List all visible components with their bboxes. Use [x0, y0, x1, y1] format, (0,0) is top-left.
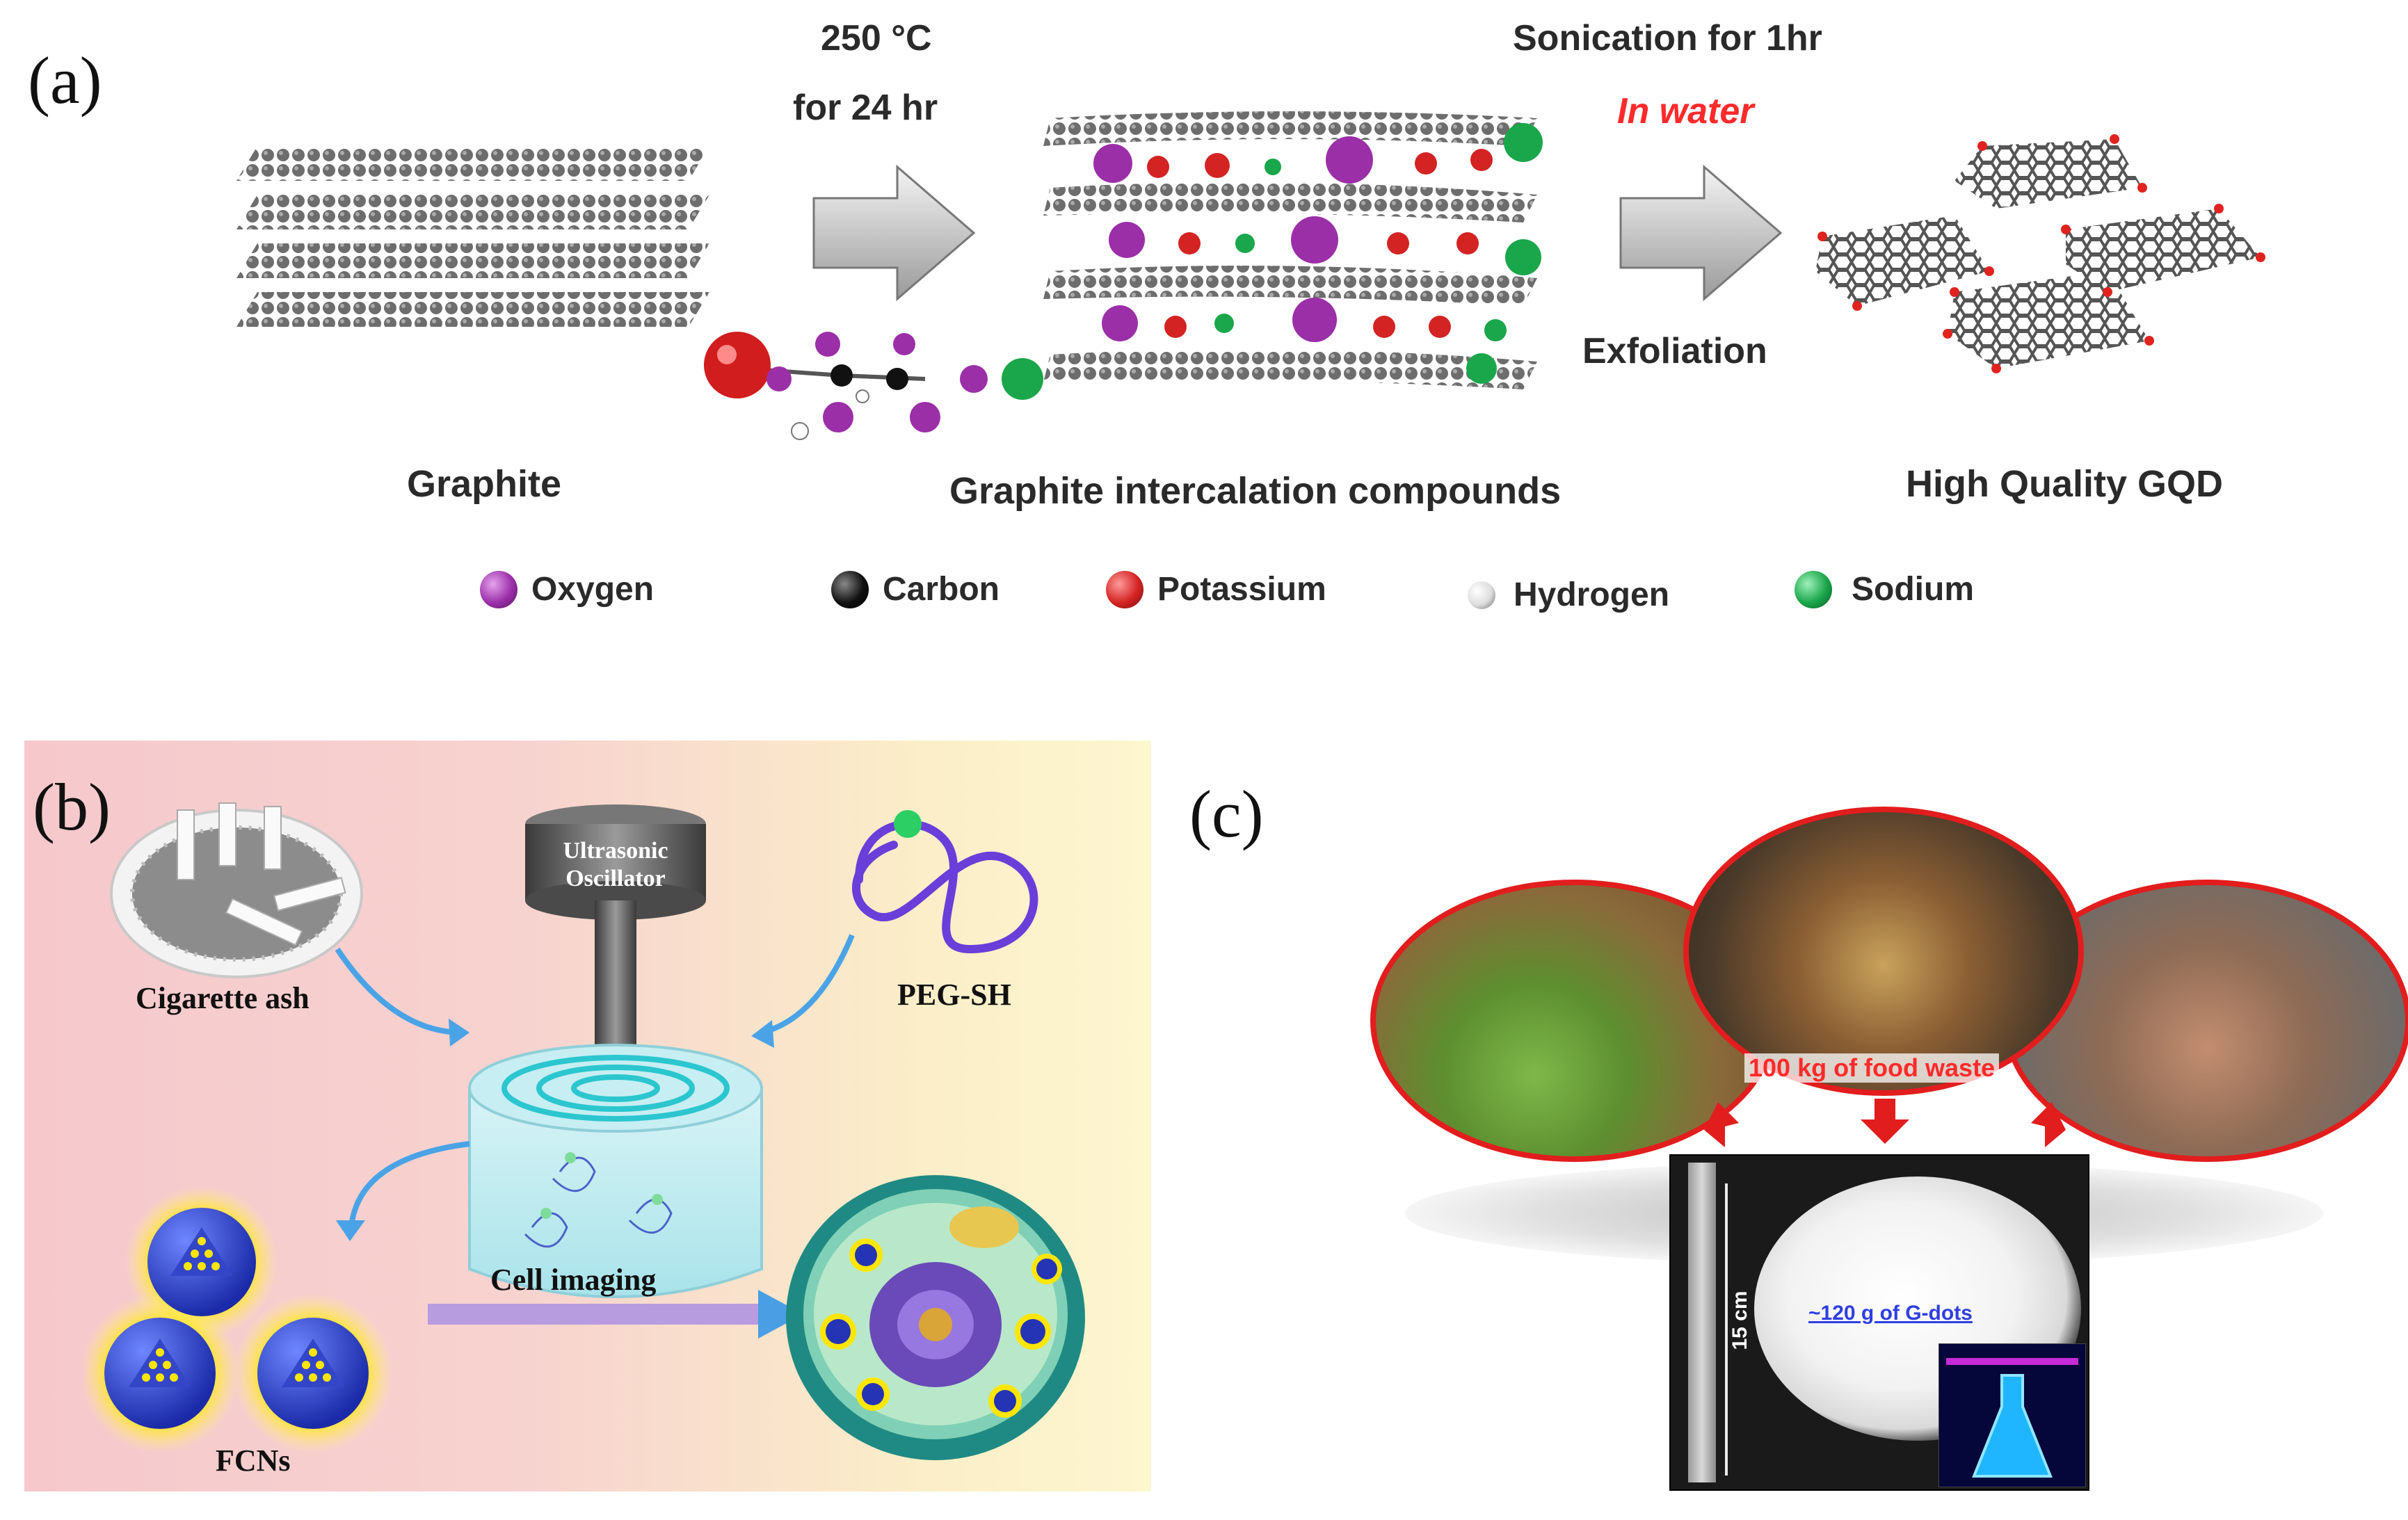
- panel-c-letter: (c): [1189, 777, 1264, 851]
- arrow-down-icon: [1704, 1102, 1739, 1147]
- label-food-waste: 100 kg of food waste: [1744, 1053, 2000, 1083]
- legend-label: Carbon: [883, 571, 1000, 608]
- arrow-right-icon: [812, 164, 976, 302]
- fluorescence-inset: [1939, 1343, 2086, 1487]
- step2-sonication: Sonication for 1hr: [1513, 18, 1822, 58]
- uv-lamp-glow: [1946, 1358, 2078, 1365]
- panel-a-letter: (a): [28, 43, 102, 118]
- cell-illustration: [786, 1175, 1085, 1460]
- step2-medium: In water: [1617, 91, 1754, 131]
- ashtray-illustration: [110, 802, 363, 978]
- ultrasonic-beaker-illustration: [468, 805, 763, 1298]
- legend-hydrogen: Hydrogen: [1468, 576, 1669, 614]
- legend-swatch: [1468, 581, 1495, 609]
- arrow-head-icon: [758, 1290, 803, 1339]
- arrow-down-icon: [2031, 1102, 2066, 1147]
- legend-oxygen: Oxygen: [480, 570, 654, 608]
- peg-sh-illustration: [852, 810, 1038, 954]
- arrow-down-icon: [1861, 1099, 1909, 1144]
- ruler: [1688, 1163, 1716, 1482]
- label-peg-sh: PEG-SH: [897, 978, 1011, 1012]
- legend-label: Sodium: [1852, 571, 1974, 608]
- food-waste-photo-center: [1683, 807, 2084, 1096]
- oscillator-label-line2: Oscillator: [565, 866, 666, 891]
- label-fcns: FCNs: [216, 1444, 291, 1478]
- legend-swatch: [480, 570, 517, 608]
- intercalant-molecule: [704, 332, 1043, 440]
- legend-label: Oxygen: [531, 571, 655, 608]
- label-cell-imaging: Cell imaging: [490, 1263, 657, 1297]
- fcns-illustration: [83, 1186, 393, 1453]
- panel-b-letter: (b): [33, 770, 111, 844]
- legend-swatch: [1106, 570, 1143, 608]
- label-ruler-length: 15 cm: [1728, 1291, 1751, 1350]
- oscillator-label-line1: Ultrasonic: [563, 838, 668, 864]
- panel-b: (b) Cigarette ash: [24, 741, 1151, 1491]
- legend-label: Potassium: [1157, 571, 1326, 608]
- arrow-head-icon: [336, 1220, 365, 1241]
- step1-duration: for 24 hr: [793, 88, 938, 128]
- flow-arrows: [335, 934, 855, 1339]
- legend-label: Hydrogen: [1514, 576, 1670, 613]
- label-graphite: Graphite: [407, 463, 562, 505]
- arrow-right-icon: [1619, 164, 1783, 302]
- graphite-stack-illustration: [236, 146, 709, 327]
- label-cigarette-ash: Cigarette ash: [136, 981, 310, 1015]
- legend-sodium: Sodium: [1795, 570, 1974, 608]
- legend-potassium: Potassium: [1106, 570, 1326, 608]
- label-gic: Graphite intercalation compounds: [949, 470, 1562, 512]
- red-arrows: [1704, 1099, 2066, 1147]
- step1-temperature: 250 °C: [821, 18, 932, 58]
- g-dots-powder-photo: 15 cm ~120 g of G-dots: [1669, 1154, 2089, 1491]
- flask-icon: [1972, 1374, 2053, 1478]
- label-gqd: High Quality GQD: [1906, 463, 2224, 505]
- arrow-head-icon: [449, 1019, 469, 1046]
- legend-swatch: [1795, 570, 1832, 608]
- arrow-head-icon: [751, 1020, 774, 1048]
- graphite-intercalation-illustration: [1043, 111, 1543, 389]
- legend-carbon: Carbon: [831, 570, 1000, 608]
- gqd-sheets-illustration: [1815, 134, 2265, 373]
- legend-swatch: [831, 570, 869, 608]
- ruler-measure-line: [1725, 1183, 1728, 1475]
- label-g-dots: ~120 g of G-dots: [1808, 1302, 1973, 1325]
- step2-exfoliation: Exfoliation: [1582, 331, 1767, 371]
